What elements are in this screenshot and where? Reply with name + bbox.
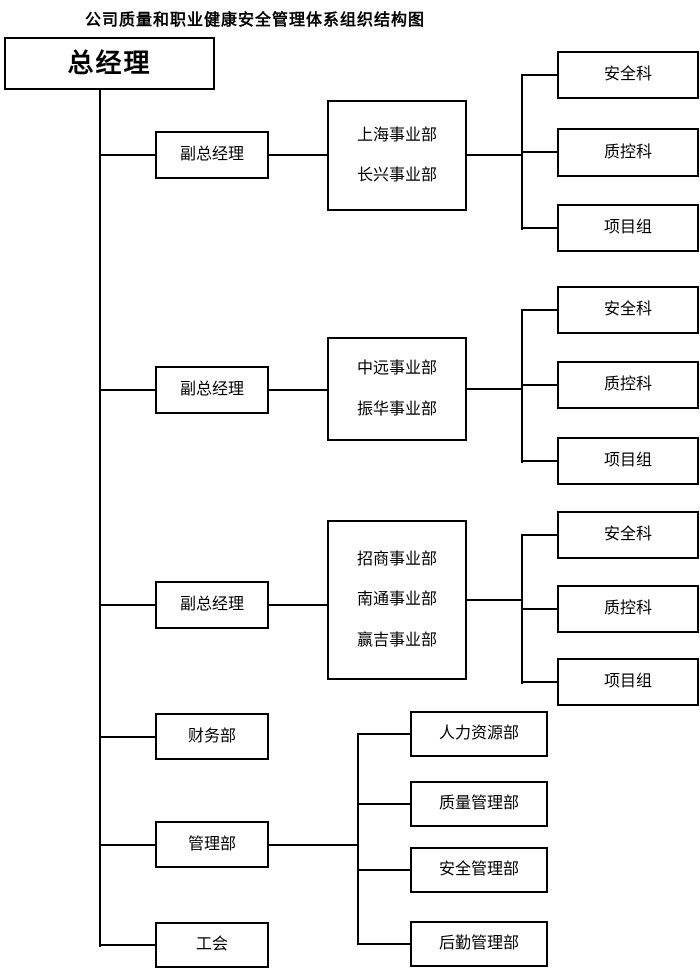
general-manager-label: 总经理 bbox=[67, 48, 152, 78]
quality-control-section-box-1: 质控科 bbox=[557, 128, 699, 177]
human-resources-box: 人力资源部 bbox=[410, 711, 548, 757]
general-manager-box: 总经理 bbox=[4, 37, 215, 90]
division-label: 赢吉事业部 bbox=[356, 631, 437, 649]
department-label: 安全科 bbox=[603, 526, 652, 544]
labor-union-box: 工会 bbox=[155, 922, 269, 968]
project-team-box-1: 项目组 bbox=[557, 204, 699, 252]
quality-control-section-box-3: 质控科 bbox=[557, 585, 699, 633]
division-label: 中远事业部 bbox=[356, 360, 437, 378]
safety-section-box-3: 安全科 bbox=[557, 511, 699, 559]
department-label: 人力资源部 bbox=[438, 725, 519, 743]
safety-management-box: 安全管理部 bbox=[410, 847, 548, 893]
connector-line bbox=[521, 74, 557, 76]
connector-line bbox=[99, 389, 155, 391]
finance-department-box: 财务部 bbox=[155, 713, 269, 760]
department-label: 安全管理部 bbox=[438, 861, 519, 879]
connector-rail-line bbox=[357, 733, 359, 945]
connector-line bbox=[357, 943, 410, 945]
department-label: 质控科 bbox=[603, 143, 652, 161]
connector-line bbox=[99, 944, 155, 946]
safety-section-box-1: 安全科 bbox=[557, 51, 699, 99]
quality-management-box: 质量管理部 bbox=[410, 781, 548, 827]
deputy-general-manager-label: 副总经理 bbox=[179, 381, 244, 399]
project-team-box-3: 项目组 bbox=[557, 658, 699, 706]
safety-section-box-2: 安全科 bbox=[557, 286, 699, 334]
connector-line bbox=[269, 154, 327, 156]
connector-line bbox=[521, 608, 557, 610]
connector-line bbox=[99, 736, 155, 738]
department-label: 管理部 bbox=[187, 835, 236, 853]
connector-line bbox=[357, 733, 410, 735]
logistics-management-box: 后勤管理部 bbox=[410, 921, 548, 967]
connector-line bbox=[99, 154, 155, 156]
department-label: 质量管理部 bbox=[438, 795, 519, 813]
deputy-general-manager-box-3: 副总经理 bbox=[155, 581, 269, 629]
connector-line bbox=[357, 869, 410, 871]
connector-line bbox=[269, 844, 359, 846]
department-label: 质控科 bbox=[603, 376, 652, 394]
department-label: 项目组 bbox=[603, 219, 652, 237]
quality-control-section-box-2: 质控科 bbox=[557, 361, 699, 409]
division-box-1: 上海事业部 长兴事业部 bbox=[327, 100, 467, 211]
connector-line bbox=[521, 309, 557, 311]
division-label: 振华事业部 bbox=[356, 400, 437, 418]
division-label: 招商事业部 bbox=[356, 551, 437, 569]
department-label: 安全科 bbox=[603, 66, 652, 84]
connector-line bbox=[467, 154, 523, 156]
org-chart-title: 公司质量和职业健康安全管理体系组织结构图 bbox=[85, 12, 426, 29]
deputy-general-manager-box-2: 副总经理 bbox=[155, 366, 269, 414]
deputy-general-manager-label: 副总经理 bbox=[179, 596, 244, 614]
connector-line bbox=[269, 604, 327, 606]
division-label: 南通事业部 bbox=[356, 591, 437, 609]
deputy-general-manager-box-1: 副总经理 bbox=[155, 131, 269, 179]
connector-line bbox=[521, 227, 557, 229]
administration-department-box: 管理部 bbox=[155, 821, 269, 868]
division-label: 上海事业部 bbox=[356, 126, 437, 144]
division-label: 长兴事业部 bbox=[356, 167, 437, 184]
department-label: 安全科 bbox=[603, 301, 652, 319]
connector-line bbox=[269, 389, 327, 391]
connector-line bbox=[99, 844, 155, 846]
department-label: 工会 bbox=[195, 936, 228, 954]
department-label: 项目组 bbox=[603, 673, 652, 691]
department-label: 财务部 bbox=[187, 727, 236, 745]
deputy-general-manager-label: 副总经理 bbox=[179, 146, 244, 164]
connector-line bbox=[521, 681, 557, 683]
department-label: 项目组 bbox=[603, 452, 652, 470]
connector-line bbox=[467, 599, 523, 601]
connector-line bbox=[99, 604, 155, 606]
connector-line bbox=[521, 384, 557, 386]
department-label: 质控科 bbox=[603, 600, 652, 618]
connector-line bbox=[521, 534, 557, 536]
connector-line bbox=[467, 388, 523, 390]
department-label: 后勤管理部 bbox=[438, 935, 519, 953]
division-box-3: 招商事业部 南通事业部 赢吉事业部 bbox=[327, 520, 467, 680]
connector-line bbox=[521, 151, 557, 153]
connector-line bbox=[521, 460, 557, 462]
project-team-box-2: 项目组 bbox=[557, 437, 699, 485]
connector-trunk-line bbox=[99, 90, 101, 947]
connector-line bbox=[357, 803, 410, 805]
connector-rail-line bbox=[521, 309, 523, 463]
division-box-2: 中远事业部 振华事业部 bbox=[327, 337, 467, 441]
